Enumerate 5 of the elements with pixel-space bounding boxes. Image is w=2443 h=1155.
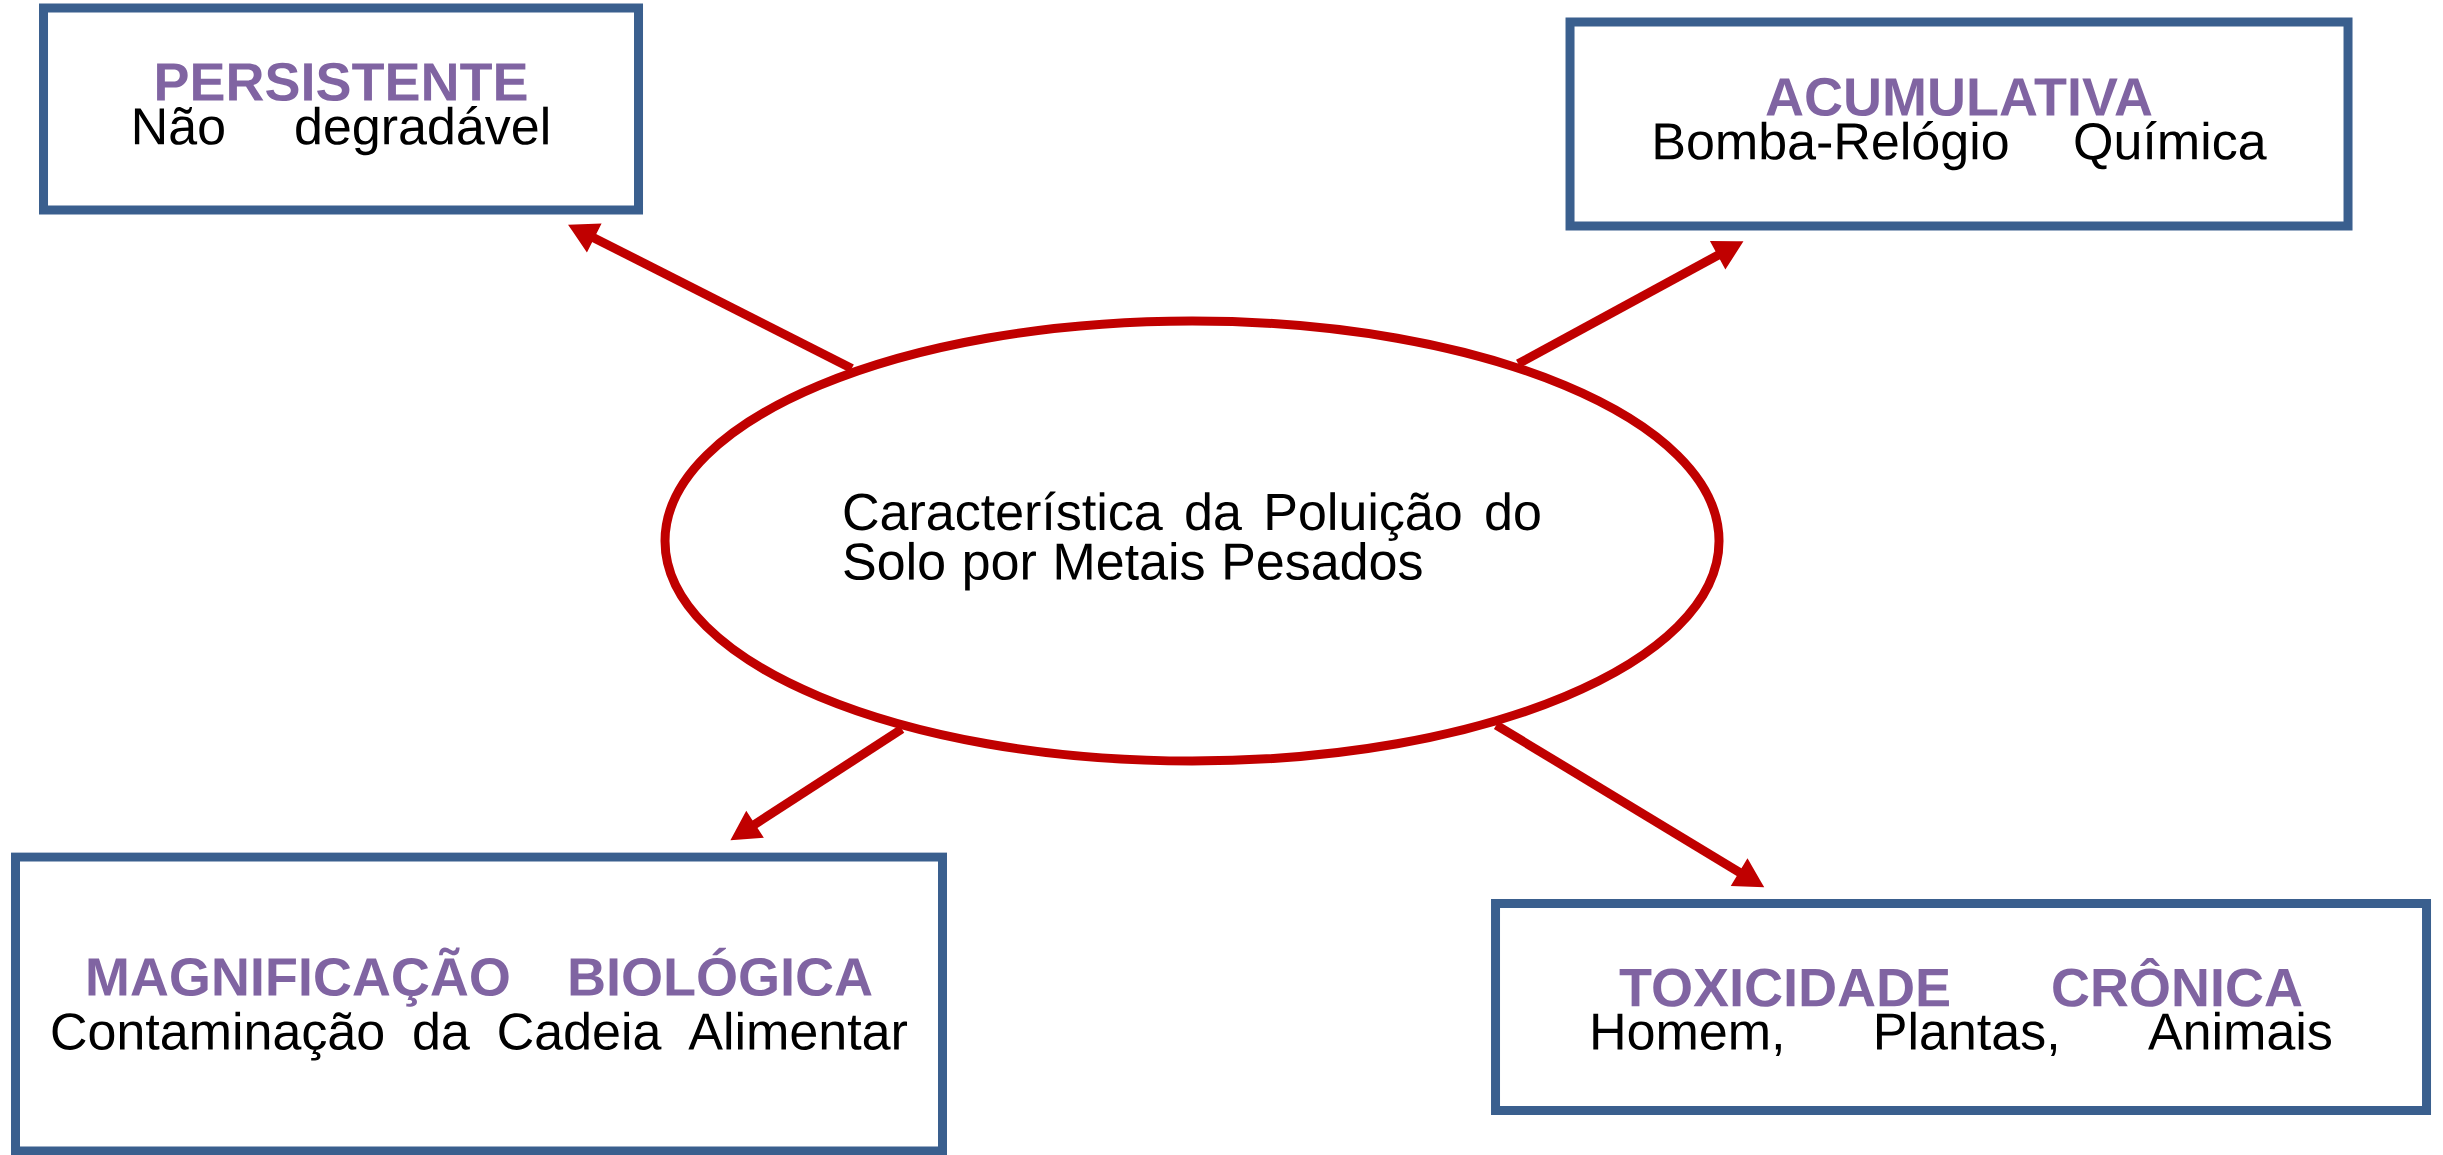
ellipse-node: Característica da Poluição do Solo por Metais Pesados — [660, 316, 1724, 766]
text-box: ACUMULATIVA Bomba-Relógio Química — [1565, 17, 2353, 231]
text-box: MAGNIFICAÇÃO BIOLÓGICA Contaminação da Cadeia Alimentar — [11, 852, 947, 1155]
text-box: TOXICIDADE CRÔNICA Homem, Plantas, Animais — [1491, 899, 2431, 1115]
text-box: PERSISTENTE Não degradável — [39, 3, 643, 215]
